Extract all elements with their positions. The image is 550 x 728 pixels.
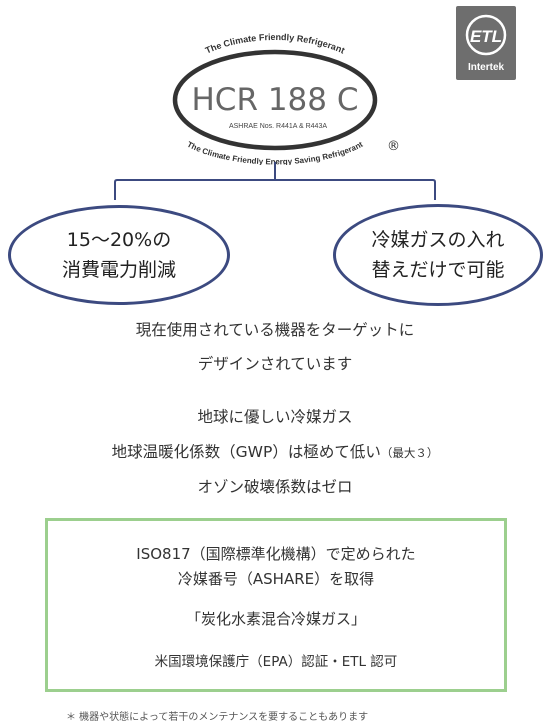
bracket-connector <box>114 162 436 200</box>
maintenance-footnote: ＊ 機器や状態によって若干のメンテナンスを要することもあります <box>66 712 369 723</box>
etl-mark-text: ETL <box>470 27 502 46</box>
etl-certification-badge <box>456 6 516 80</box>
box-hydrocarbon-line: 「炭化水素混合冷媒ガス」 <box>185 610 366 628</box>
certification-box <box>45 518 507 692</box>
gas-replacement-bubble <box>333 204 543 306</box>
box-epa-line: 米国環境保護庁（EPA）認証・ETL 認可 <box>154 654 398 670</box>
logo-ellipse <box>172 49 378 151</box>
gas-replacement-line2: 替えだけで可能 <box>371 259 505 281</box>
intertek-label: Intertek <box>467 62 505 73</box>
target-line1: 現在使用されている機器をターゲットに <box>135 321 415 339</box>
energy-saving-bubble <box>8 205 230 305</box>
energy-saving-line1: 15～20%の <box>66 229 172 251</box>
hcr-logo: The Climate Friendly Refrigerant HCR 188… <box>172 32 400 165</box>
logo-main-text: HCR 188 C <box>191 82 358 118</box>
box-iso-line: ISO817（国際標準化機構）で定められた <box>136 545 416 563</box>
feature-ozone: オゾン破壊係数はゼロ <box>197 478 353 496</box>
feature-gwp-note: （最大３） <box>380 446 439 460</box>
etl-mark-icon: ETL <box>465 14 507 56</box>
box-ashrae-line: 冷媒番号（ASHARE）を取得 <box>177 570 375 588</box>
gas-replacement-line1: 冷媒ガスの入れ <box>371 229 505 251</box>
logo-ashrae-text: ASHRAE Nos. R441A & R443A <box>229 123 327 130</box>
energy-saving-line2: 消費電力削減 <box>61 259 176 281</box>
feature-eco-friendly: 地球に優しい冷媒ガス <box>197 408 353 426</box>
registered-mark: ® <box>387 139 400 154</box>
target-line2: デザインされています <box>197 355 353 373</box>
feature-gwp-main: 地球温暖化係数（GWP）は極めて低い <box>111 443 381 461</box>
feature-gwp: 地球温暖化係数（GWP）は極めて低い（最大３） <box>0 440 550 462</box>
